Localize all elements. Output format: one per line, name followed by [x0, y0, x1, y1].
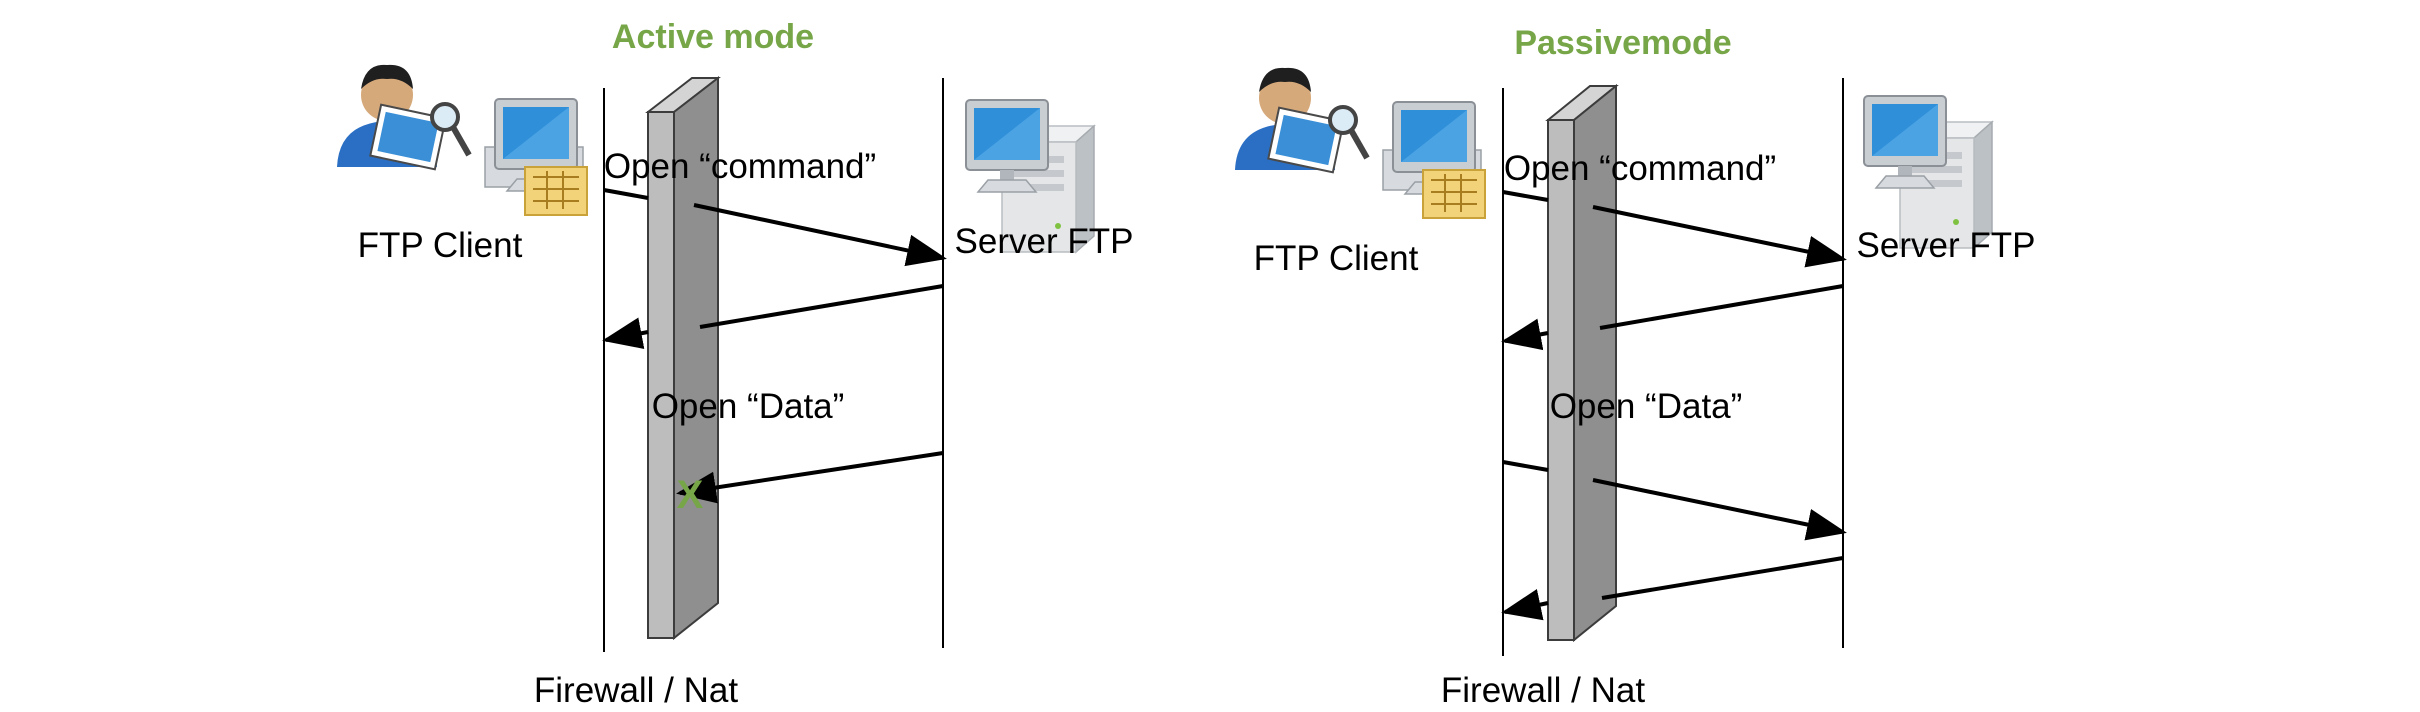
- user-with-computer-icon: [337, 64, 588, 216]
- server-label: Server FTP: [955, 222, 1134, 261]
- active-mode-panel: Active mode FTP Client Server FTP: [337, 18, 1133, 710]
- passive-mode-panel: Passivemode FTP Client Server FTP: [1235, 24, 2035, 710]
- command-arrow-segment: [1502, 190, 1549, 202]
- command-response-segment: [699, 284, 944, 329]
- command-arrow-segment: [603, 188, 649, 200]
- data-arrow-segment: [1502, 460, 1549, 472]
- x-mark-icon: X: [677, 473, 704, 517]
- command-response-segment: [1599, 284, 1844, 330]
- command-response-arrow: [602, 317, 649, 349]
- firewall-label: Firewall / Nat: [534, 671, 738, 710]
- panel-title: Active mode: [612, 18, 814, 56]
- data-arrow: [1592, 478, 1847, 541]
- command-label: Open “command”: [604, 147, 876, 186]
- command-label: Open “command”: [1504, 149, 1776, 188]
- data-response-segment: [1601, 556, 1844, 600]
- command-arrow: [1592, 205, 1847, 268]
- data-arrow-blocked: [676, 451, 944, 504]
- data-response-arrow: [1501, 588, 1549, 621]
- firewall-wall: [1545, 83, 1619, 643]
- data-label: Open “Data”: [1550, 387, 1743, 426]
- server-label: Server FTP: [1857, 226, 2036, 265]
- client-label: FTP Client: [1254, 239, 1419, 278]
- command-arrow: [693, 203, 947, 267]
- firewall-label: Firewall / Nat: [1441, 671, 1645, 710]
- user-with-computer-icon: [1235, 67, 1486, 219]
- command-response-arrow: [1501, 318, 1549, 351]
- panel-title: Passivemode: [1514, 24, 1731, 62]
- client-label: FTP Client: [358, 226, 523, 265]
- data-label: Open “Data”: [652, 387, 845, 426]
